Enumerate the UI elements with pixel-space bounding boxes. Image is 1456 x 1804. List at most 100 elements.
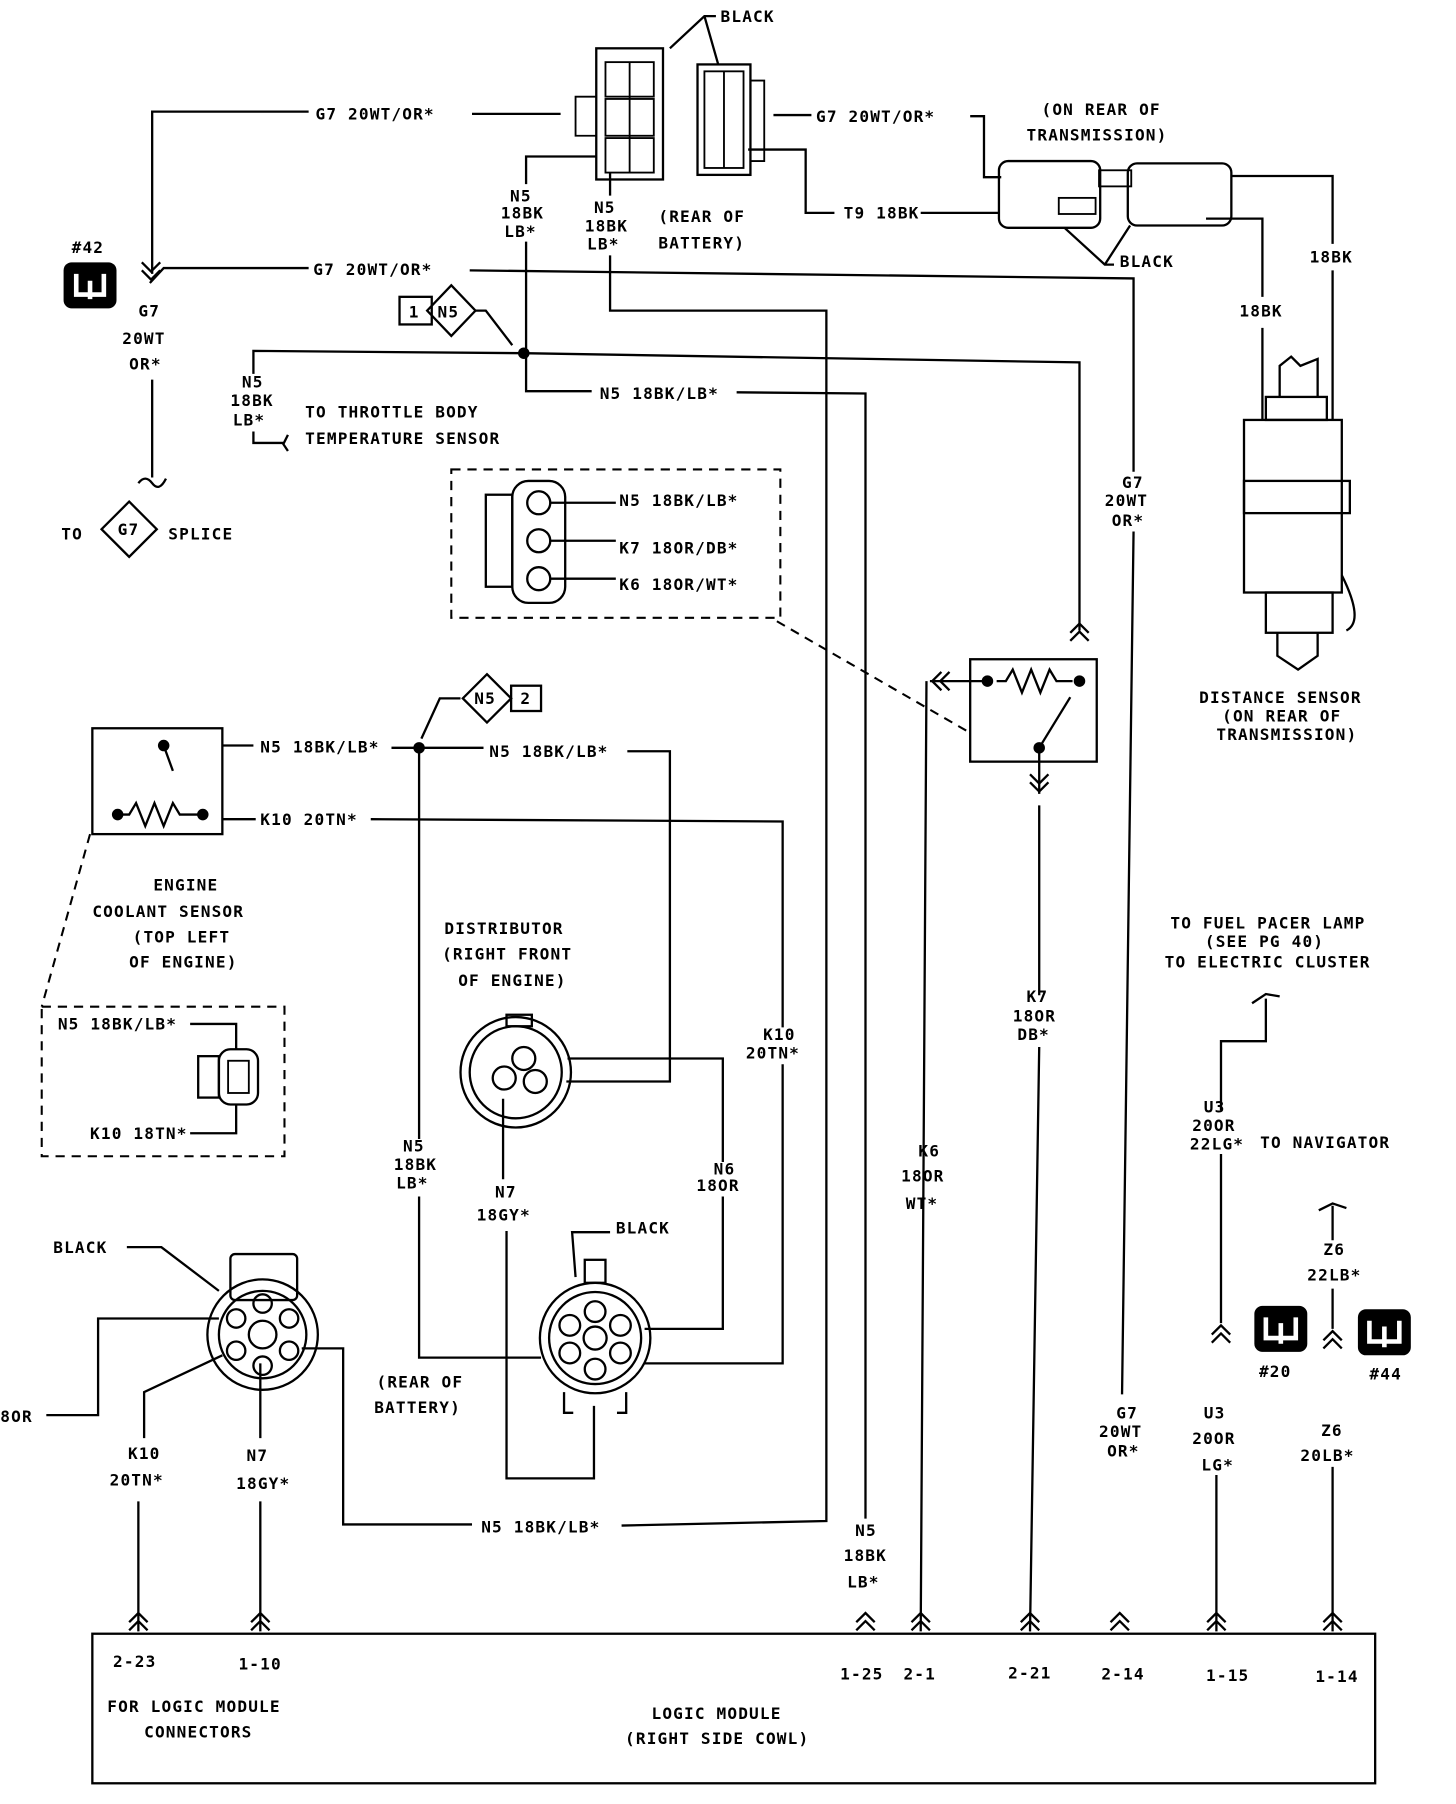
label-n5-mid: N5 18BK/LB* [600,384,719,403]
wire-n5-coolant [223,744,672,1083]
label-distributor-2: (RIGHT FRONT [442,945,572,964]
wire-n5-splice2 [420,697,461,740]
label-black-dist: BLACK [616,1218,670,1237]
label-fuel-pacer-1: TO FUEL PACER LAMP [1170,913,1365,932]
label-distributor-3: OF ENGINE) [458,971,566,990]
label-ref20: #20 [1259,1362,1292,1381]
connector-reference-icon-42 [63,262,117,309]
label-u3-bottom-2: 20OR [1192,1429,1235,1448]
label-on-rear-trans-2: TRANSMISSION) [1027,125,1168,144]
logic-title-1: LOGIC MODULE [651,1704,781,1723]
label-k7-3: DB* [1017,1025,1050,1044]
dashed-leader-left [40,833,92,1007]
label-n5-125-1: N5 [855,1521,877,1540]
coolant-sensor-inset [40,1005,286,1158]
wire-g7-to-2-14 [469,269,1135,1395]
label-splice: SPLICE [168,525,233,544]
label-n5b-3: LB* [587,235,620,254]
wire-n5-b [608,172,828,1527]
label-on-rear-trans-1: (ON REAR OF [1042,100,1161,119]
label-g7-left-2: 20WT [122,329,165,348]
distributor-cap [459,1013,573,1129]
wire-g7-vert-left [137,379,168,489]
label-z6-bottom-2: 20LB* [1300,1446,1354,1465]
label-g7-left-3: OR* [129,354,162,373]
label-z6-top-1: Z6 [1323,1240,1345,1259]
wires [40,110,1347,1632]
distance-sensor-body [1242,355,1356,671]
wire-n5-dist [417,747,542,1359]
double-chevron-connector-icon [1322,1329,1343,1350]
label-coolant-4: OF ENGINE) [129,953,237,972]
label-t9: T9 18BK [844,204,920,223]
k7-sensor-switch [969,658,1098,763]
double-chevron-connector-icon [930,671,951,692]
pin-2-14: 2-14 [1101,1665,1144,1684]
label-n7-dist-2: 18GY* [477,1206,531,1225]
double-chevron-connector-icon [1322,1611,1343,1632]
label-g7-left-1: G7 [138,301,160,320]
label-u3-top-2: 20OR [1192,1116,1235,1135]
throttle-body-sensor-inset [450,468,782,619]
wire-k7 [1028,747,1041,1632]
wire-18bk-a [1231,174,1334,420]
label-splice-g7: G7 [118,520,140,539]
label-g7-right-2: 20WT [1105,491,1148,510]
label-black-top: BLACK [721,7,775,26]
label-n5-dist-3: LB* [396,1173,429,1192]
pin-1-15: 1-15 [1206,1666,1249,1685]
label-z6-top-2: 22LB* [1307,1266,1361,1285]
label-n7-dist-1: N7 [495,1183,517,1202]
logic-harness-connector [126,1246,319,1391]
splice-diamond-1 [398,283,514,346]
label-k6-3: WT* [906,1194,939,1213]
label-g7-right-1: G7 [1122,473,1144,492]
label-n5-throttle-2: 18BK [230,391,273,410]
label-fuel-pacer-3: TO ELECTRIC CLUSTER [1165,953,1371,972]
label-throttle-2: TEMPERATURE SENSOR [305,429,500,448]
connector-reference-icon-20 [1254,1305,1308,1352]
distributor-connector [538,1231,652,1414]
label-n7-bottom-1: N7 [247,1446,269,1465]
double-chevron-connector-icon [1210,1323,1232,1344]
label-k10-bottom-2: 20TN* [110,1470,164,1489]
pin-2-1: 2-1 [903,1665,936,1684]
label-n5-throttle-1: N5 [242,373,264,392]
label-n5a-1: N5 [510,186,532,205]
label-u3-bottom-1: U3 [1204,1404,1226,1423]
wire-g7-right [773,113,1002,179]
label-ref42: #42 [72,238,105,257]
wire-n5-a [524,155,867,1519]
label-n5-125-2: 18BK [844,1546,887,1565]
label-black-left: BLACK [53,1238,107,1257]
label-k10-bottom-1: K10 [128,1444,161,1463]
label-n5-dist-2: 18BK [394,1155,437,1174]
double-chevron-connector-icon [855,1611,876,1632]
label-inset-left-1: N5 18BK/LB* [58,1015,177,1034]
label-rear-battery-bottom-1: (REAR OF [377,1373,464,1392]
battery-connector-left [574,47,665,181]
label-splice1-id: N5 [437,303,459,322]
label-z6-bottom-1: Z6 [1321,1421,1343,1440]
logic-module: 2-23 1-10 1-25 2-1 2-21 2-14 1-15 1-14 F… [107,1652,1357,1748]
label-k10-right-1: K10 [763,1025,796,1044]
label-splice2-id: N5 [474,689,496,708]
label-g7-top-left: G7 20WT/OR* [316,105,435,124]
double-chevron-connector-icon [1109,1611,1130,1632]
label-u3-top-3: 22LG* [1190,1134,1244,1153]
labels: BLACK G7 20WT/OR* G7 20WT/OR* (ON REAR O… [0,7,1400,1592]
label-k10-right-2: 20TN* [746,1043,800,1062]
connector-arrows [128,261,1343,1632]
wire-bottom-u3 [1219,992,1280,1324]
label-k6-2: 18OR [901,1167,944,1186]
label-n5-coolant-right: N5 18BK/LB* [489,742,608,761]
wire-18bk-b [1206,217,1264,420]
coolant-sensor [91,727,224,836]
label-18bk-b: 18BK [1239,301,1282,320]
label-distance-sensor-2: (ON REAR OF [1222,706,1341,725]
label-rear-battery-top-1: (REAR OF [658,207,745,226]
label-n5-throttle-3: LB* [233,411,266,430]
double-chevron-connector-icon [1019,1611,1041,1632]
label-n5a-2: 18BK [501,204,544,223]
